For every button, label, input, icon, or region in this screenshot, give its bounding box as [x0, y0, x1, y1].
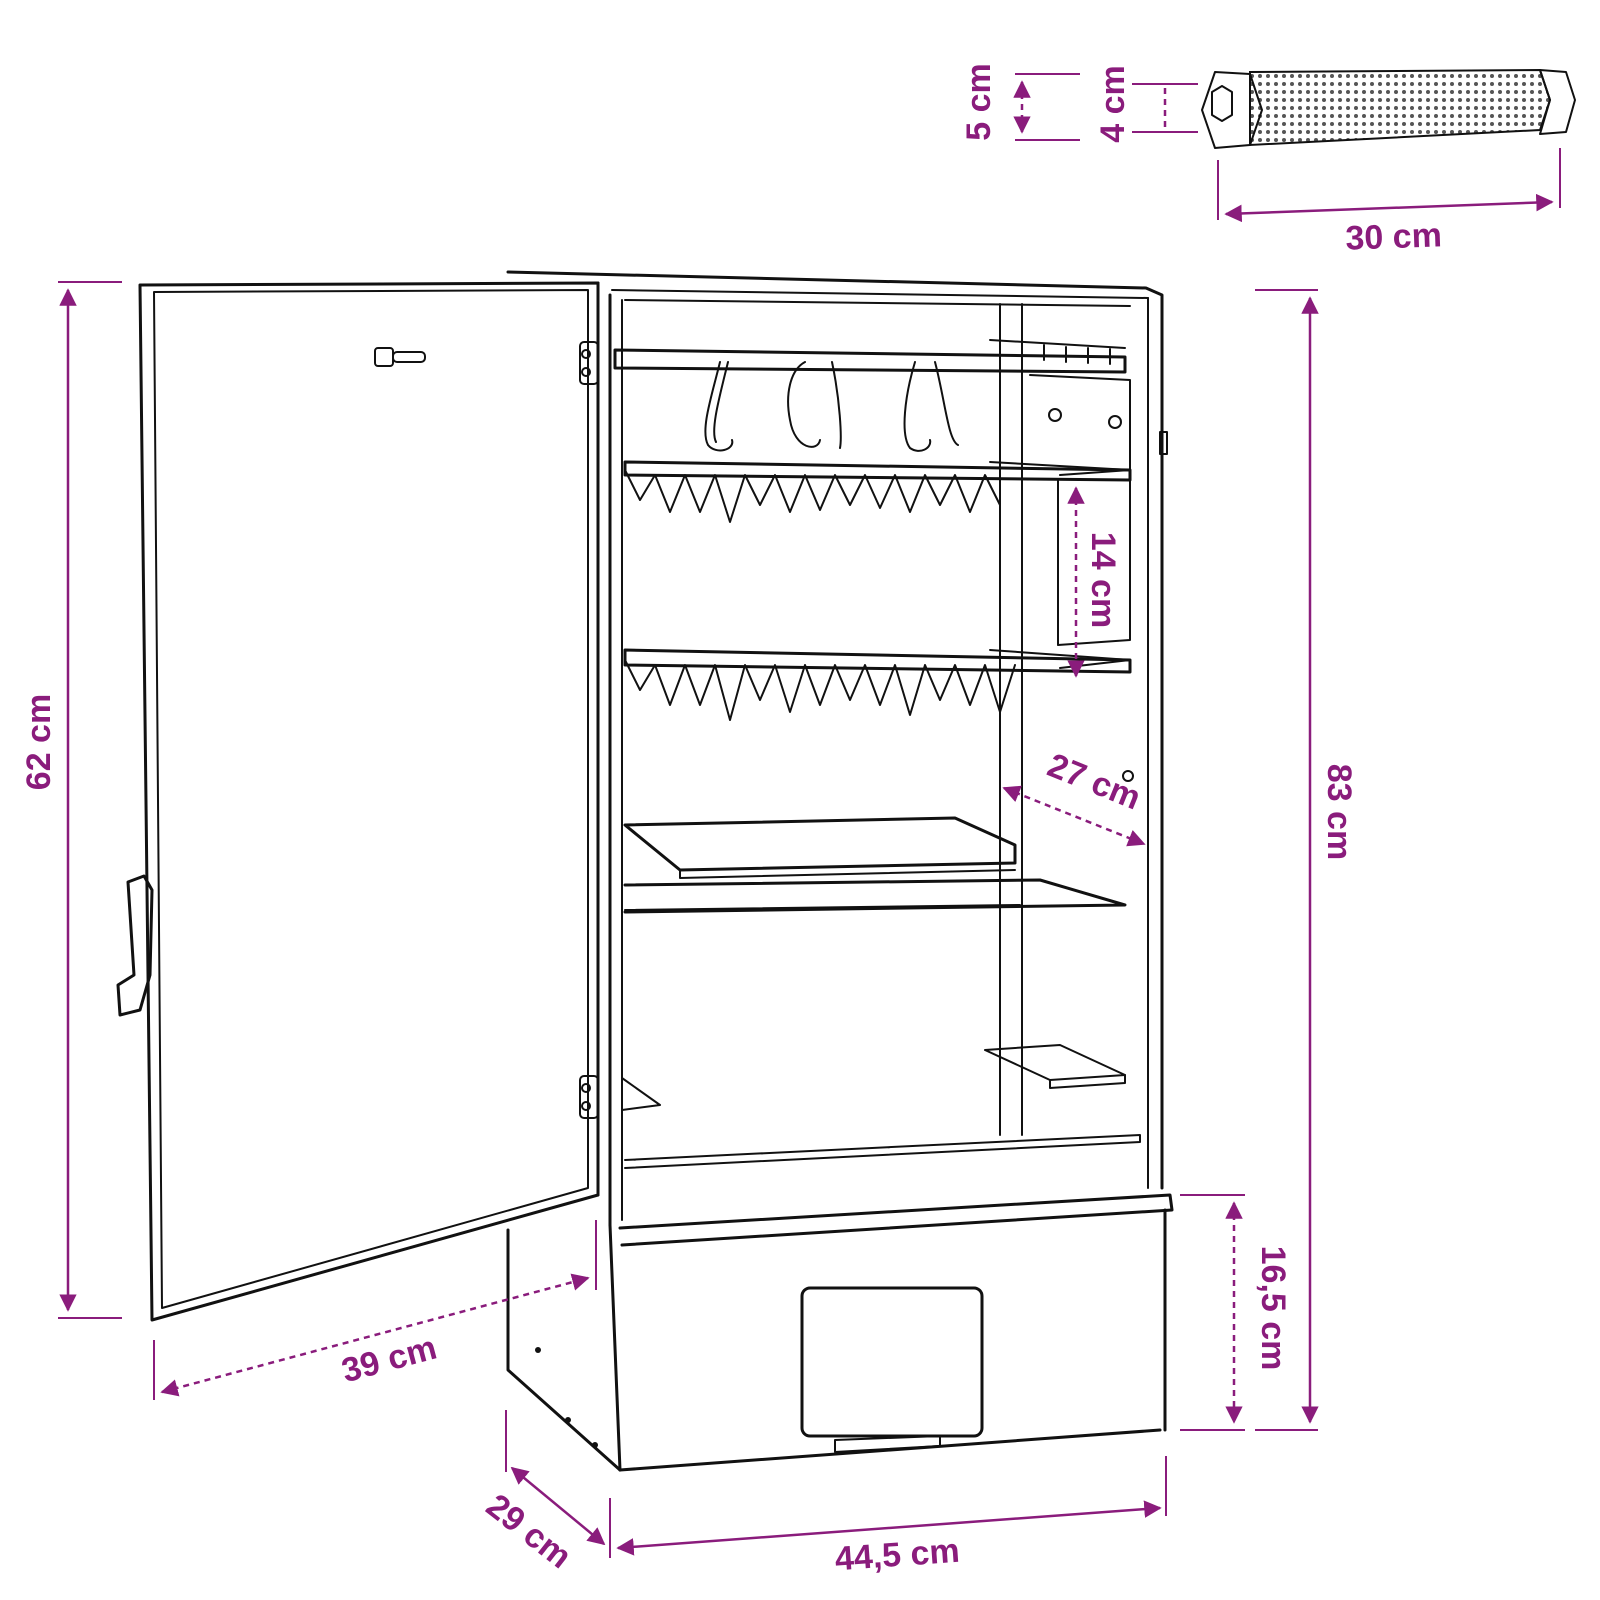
upper-rack [623, 460, 1132, 523]
ash-drawer [800, 1286, 984, 1453]
tube-inner-diameter-label: 4 cm [1094, 65, 1132, 143]
lower-rack [623, 648, 1132, 721]
base-height-label: 16,5 cm [1254, 1246, 1292, 1371]
rack-spacing-label: 14 cm [1084, 532, 1122, 628]
smoker-cabinet [116, 270, 1174, 1472]
cabinet-body [506, 270, 1174, 1472]
smoke-generator-tube [1201, 68, 1576, 149]
tube-outer-diameter-label: 5 cm [960, 63, 998, 141]
width-label: 44,5 cm [834, 1532, 961, 1579]
dimension-lines [58, 73, 1561, 1558]
door-height-label: 62 cm [20, 694, 58, 790]
inner-depth-label: 27 cm [1042, 746, 1146, 817]
tube-length-label: 30 cm [1345, 216, 1443, 257]
door-width-label: 39 cm [338, 1329, 441, 1391]
total-height-label: 83 cm [1320, 764, 1358, 860]
dimension-labels: 5 cm 4 cm 30 cm 62 cm 83 cm 14 cm 27 cm … [20, 63, 1442, 1578]
door-knob-icon [374, 347, 426, 367]
door-latch-icon [116, 874, 154, 1017]
depth-label: 29 cm [479, 1487, 578, 1576]
drip-tray [623, 816, 1127, 914]
door [116, 281, 600, 1322]
